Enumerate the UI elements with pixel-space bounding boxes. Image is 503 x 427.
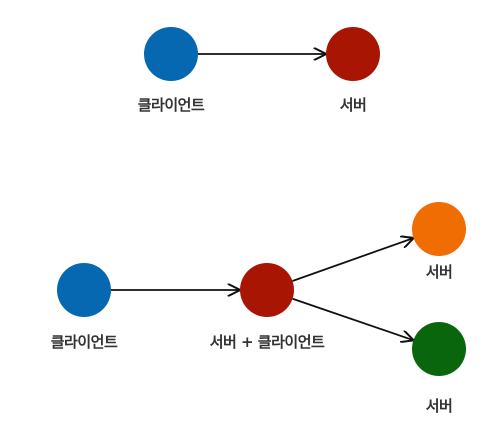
edge-proxy-to-server-b xyxy=(292,297,413,340)
label-client: 클라이언트 xyxy=(137,96,205,114)
label-server: 서버 xyxy=(339,96,367,114)
node-client xyxy=(144,27,198,81)
label-server-b: 서버 xyxy=(425,397,453,415)
label-client-2: 클라이언트 xyxy=(50,333,118,351)
node-proxy xyxy=(240,263,294,317)
node-server-b xyxy=(412,322,466,376)
label-server-a: 서버 xyxy=(425,263,453,281)
edge-proxy-to-server-a xyxy=(292,238,412,282)
node-server-a xyxy=(412,202,466,256)
node-client-2 xyxy=(57,263,111,317)
label-proxy: 서버 + 클라이언트 xyxy=(209,333,325,351)
node-server xyxy=(326,27,380,81)
